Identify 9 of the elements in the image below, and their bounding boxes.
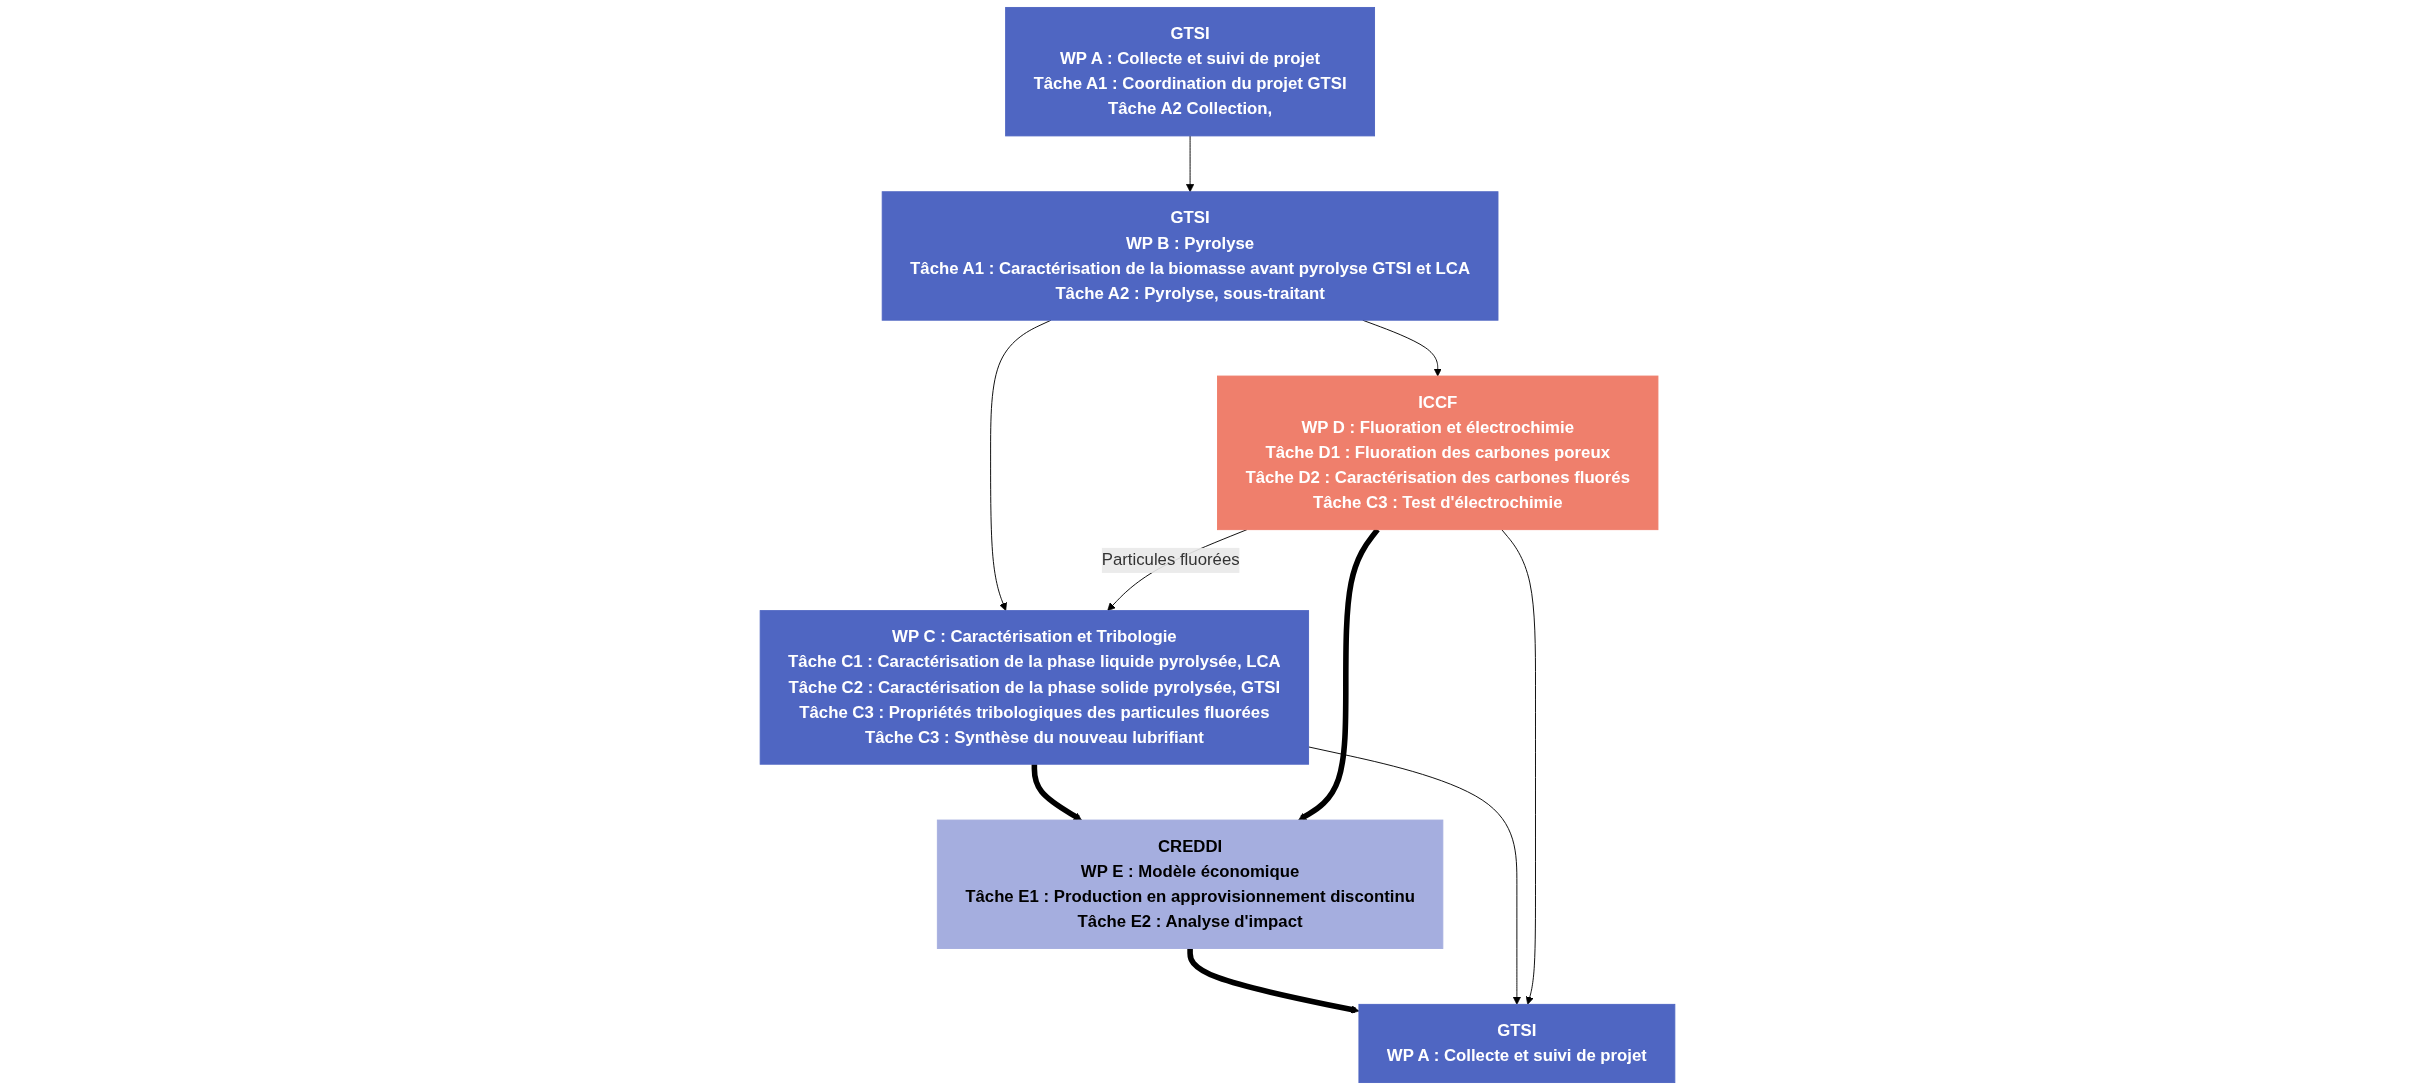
node-box: ICCF WP D : Fluoration et électrochimie Tâche D1 : Fluoration des carbones poreux Tâche D2 : Caractérisation des carbones fluorés Tâche C3 : Test d'électrochimie [1217,375,1659,531]
node-box: GTSI WP B : Pyrolyse Tâche A1 : Caractérisation de la biomasse avant pyrolyse GTSI et LCA Tâche A2 : Pyrolyse, sous-traitant [881,191,1499,321]
edge-label: Particules fluorées [1101,550,1240,570]
arrow [1031,764,1082,821]
node-box: GTSI WP A : Collecte et suivi de projet Tâche A1 : Coordination du projet GTSI Tâche A2 Collection, [1005,7,1376,137]
arrow [1187,948,1360,1014]
node-box: CREDDI WP E : Modèle économique Tâche E1 : Production en approvisionnement discontinu Tâche E2 : Analyse d'impact [936,819,1444,949]
node-box: GTSI WP A : Collecte et suivi de projet [1358,1003,1676,1083]
node-box: WP C : Caractérisation et Tribologie Tâche C1 : Caractérisation de la phase liquide pyrolysée, LCA Tâche C2 : Caractérisation de la phase solide pyrolysée, GTSI Tâche C3 : Propriétés tribologiques des particules fluorées Tâche C3 : Synthèse du nouveau lubrifiant [759,610,1310,765]
